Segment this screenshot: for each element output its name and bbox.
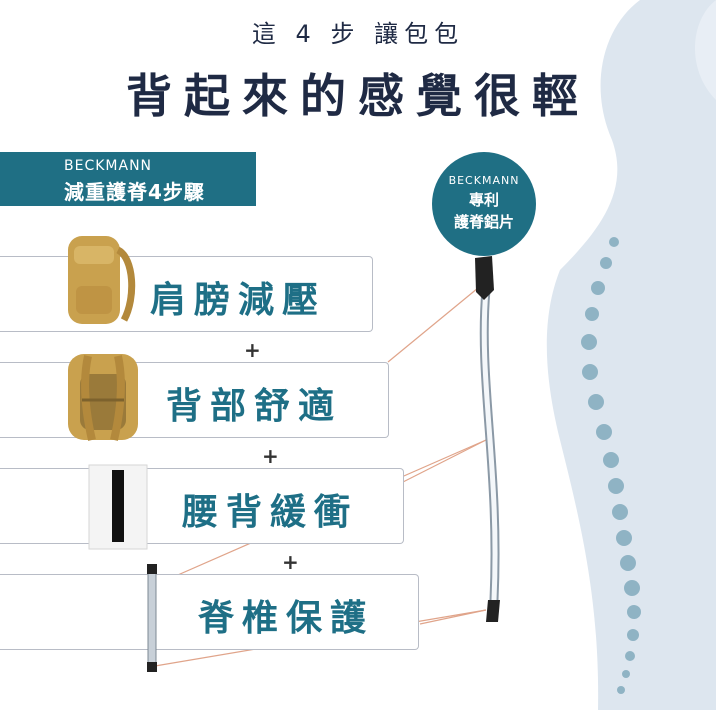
- step-label-2: 背部舒適: [166, 386, 343, 427]
- plus-sign-2: +: [262, 444, 279, 468]
- body-silhouette-head: [694, 0, 716, 100]
- patent-line1: 專利: [468, 191, 499, 209]
- step-card-3: 腰背緩衝: [0, 468, 404, 544]
- step-label-3: 腰背緩衝: [182, 492, 359, 533]
- step-card-1: 肩膀減壓: [0, 256, 373, 332]
- backpack-front-icon: [68, 236, 136, 324]
- step-card-2: 背部舒適: [0, 362, 389, 438]
- patent-badge: BECKMANN 專利 護脊鋁片: [432, 152, 536, 256]
- page-title: 背起來的感覺很輕: [126, 69, 590, 123]
- plus-sign-3: +: [282, 550, 299, 574]
- back-pad-icon: [88, 464, 148, 550]
- patent-line2: 護脊鋁片: [453, 213, 514, 231]
- plus-sign-1: +: [244, 338, 261, 362]
- backpack-back-icon: [68, 354, 138, 441]
- header-subtitle: 這 4 步 讓包包: [251, 20, 465, 48]
- step-label-4: 脊椎保護: [198, 598, 375, 639]
- spine-dots: [581, 237, 641, 694]
- brand-name: BECKMANN: [64, 158, 153, 174]
- aluminum-strip-icon: [147, 564, 157, 672]
- brand-box: BECKMANN 減重護脊4步驟: [0, 152, 256, 206]
- patent-brand: BECKMANN: [448, 174, 520, 187]
- step-label-1: 肩膀減壓: [150, 280, 327, 321]
- aluminum-strip-illustration: [475, 256, 500, 622]
- body-silhouette: [546, 0, 716, 710]
- brand-steps-label: 減重護脊4步驟: [64, 180, 205, 204]
- step-card-4: 脊椎保護: [0, 574, 419, 650]
